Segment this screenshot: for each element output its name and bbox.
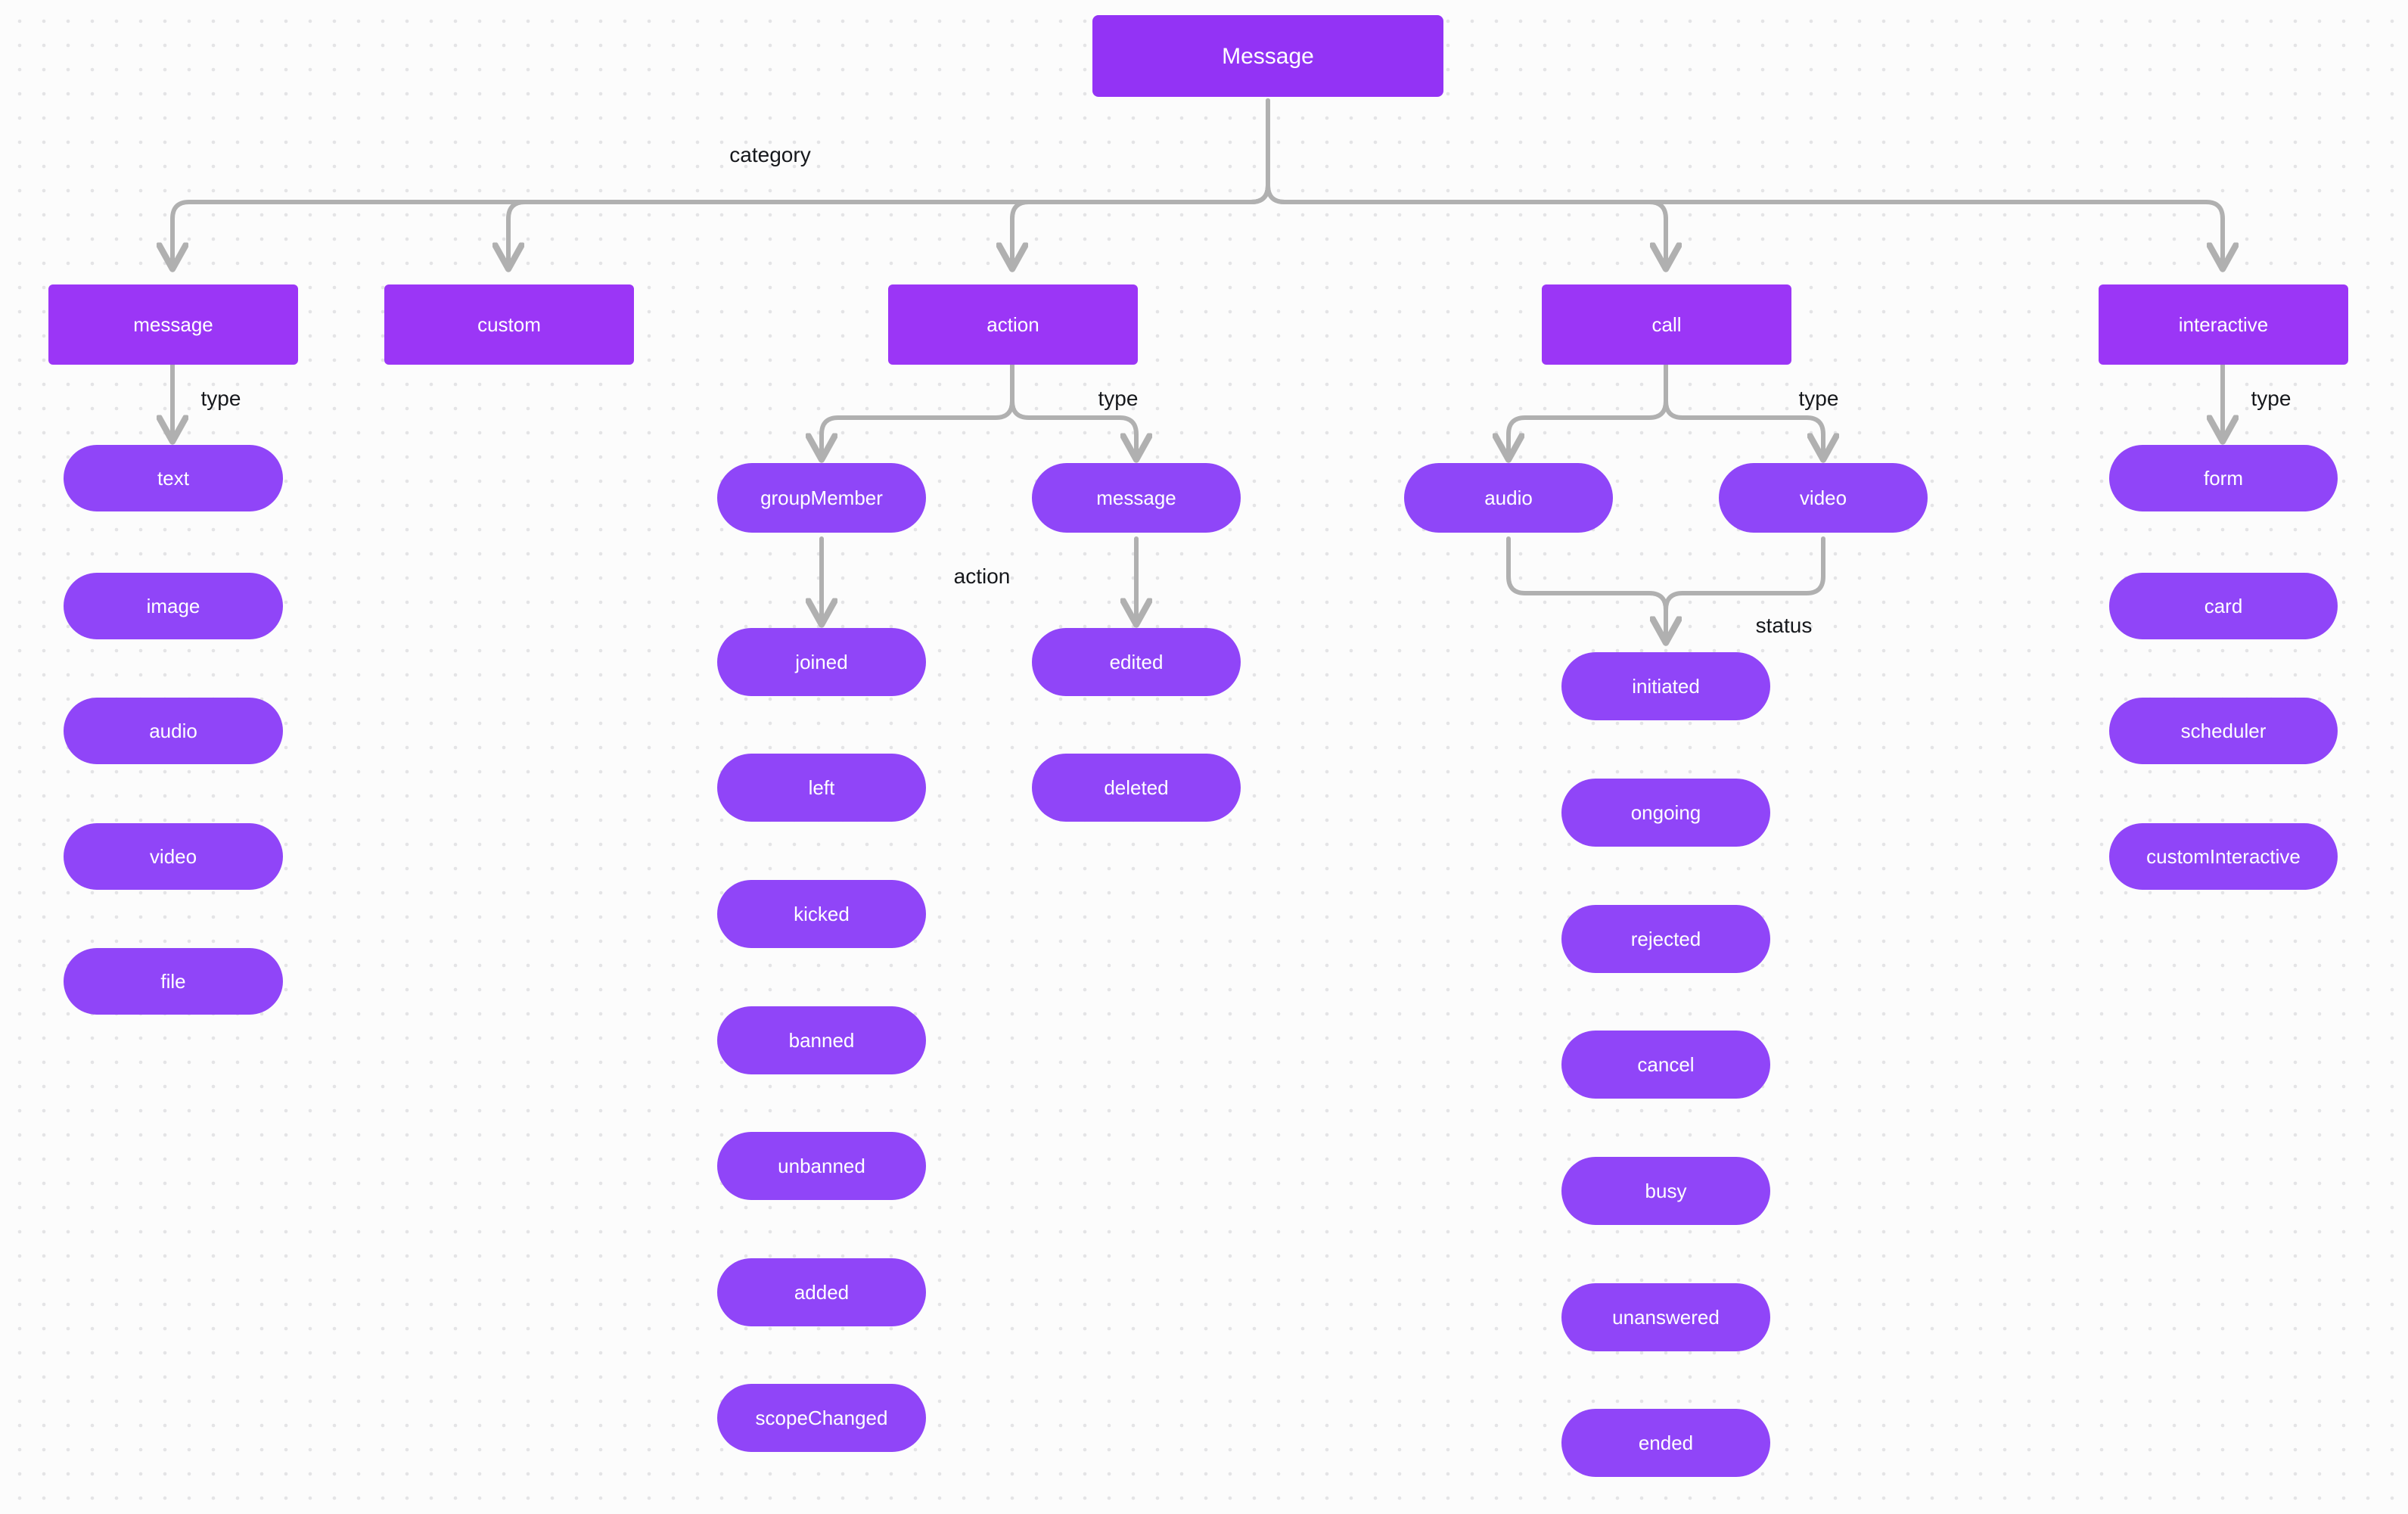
- node-call-status-initiated[interactable]: initiated: [1561, 652, 1770, 720]
- node-category-call[interactable]: call: [1542, 284, 1791, 365]
- node-action-type-message[interactable]: message: [1032, 463, 1241, 533]
- node-message-type-text[interactable]: text: [64, 445, 283, 511]
- node-call-status-cancel[interactable]: cancel: [1561, 1031, 1770, 1099]
- edge-label-action-type: type: [1098, 387, 1139, 410]
- node-category-action[interactable]: action: [888, 284, 1138, 365]
- node-message-action-edited[interactable]: edited: [1032, 628, 1241, 696]
- node-groupmember-action-left[interactable]: left: [717, 754, 926, 822]
- node-groupmember-action-scopechanged[interactable]: scopeChanged: [717, 1384, 926, 1452]
- edge-label-category: category: [729, 143, 811, 166]
- node-groupmember-action-unbanned[interactable]: unbanned: [717, 1132, 926, 1200]
- node-message-type-file[interactable]: file: [64, 948, 283, 1015]
- node-interactive-type-form[interactable]: form: [2109, 445, 2338, 511]
- edge-label-interactive-type: type: [2251, 387, 2291, 410]
- node-category-custom[interactable]: custom: [384, 284, 634, 365]
- node-interactive-type-scheduler[interactable]: scheduler: [2109, 698, 2338, 764]
- node-call-status-ended[interactable]: ended: [1561, 1409, 1770, 1477]
- node-groupmember-action-kicked[interactable]: kicked: [717, 880, 926, 948]
- node-call-status-ongoing[interactable]: ongoing: [1561, 779, 1770, 847]
- edge-label-message-type: type: [200, 387, 241, 410]
- node-action-type-groupmember[interactable]: groupMember: [717, 463, 926, 533]
- node-interactive-type-card[interactable]: card: [2109, 573, 2338, 639]
- node-call-type-video[interactable]: video: [1719, 463, 1928, 533]
- node-message-type-image[interactable]: image: [64, 573, 283, 639]
- edge-label-call-type: type: [1798, 387, 1839, 410]
- node-interactive-type-custominteractive[interactable]: customInteractive: [2109, 823, 2338, 890]
- node-root-message[interactable]: Message: [1092, 15, 1443, 97]
- node-message-type-audio[interactable]: audio: [64, 698, 283, 764]
- node-groupmember-action-joined[interactable]: joined: [717, 628, 926, 696]
- node-message-type-video[interactable]: video: [64, 823, 283, 890]
- edge-label-action-action: action: [953, 564, 1011, 588]
- edge-label-call-status: status: [1755, 614, 1813, 637]
- node-category-message[interactable]: message: [48, 284, 298, 365]
- node-call-status-unanswered[interactable]: unanswered: [1561, 1283, 1770, 1351]
- node-groupmember-action-added[interactable]: added: [717, 1258, 926, 1326]
- node-call-type-audio[interactable]: audio: [1404, 463, 1613, 533]
- node-call-status-rejected[interactable]: rejected: [1561, 905, 1770, 973]
- node-call-status-busy[interactable]: busy: [1561, 1157, 1770, 1225]
- node-message-action-deleted[interactable]: deleted: [1032, 754, 1241, 822]
- node-groupmember-action-banned[interactable]: banned: [717, 1006, 926, 1074]
- node-category-interactive[interactable]: interactive: [2099, 284, 2348, 365]
